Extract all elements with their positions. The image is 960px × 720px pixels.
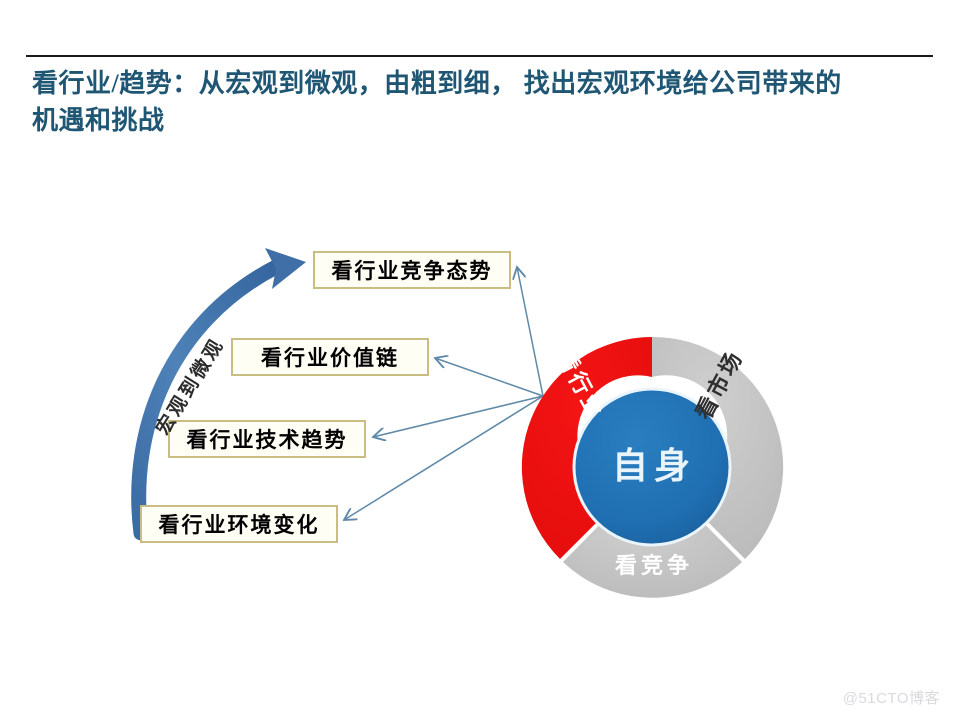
connector-to-competition <box>517 267 544 397</box>
donut-core <box>572 387 732 547</box>
callout-environment-change-label: 看行业环境变化 <box>158 513 320 537</box>
title-divider <box>26 55 933 57</box>
donut-label-competitor: 看竞争 <box>614 553 693 578</box>
callout-value-chain[interactable]: 看行业价值链 <box>231 338 429 376</box>
donut-segment-industry <box>521 336 652 559</box>
donut-chart <box>521 336 784 598</box>
callout-competition[interactable]: 看行业竞争态势 <box>313 251 511 289</box>
connector-to-environment <box>344 395 544 520</box>
donut-center-label: 自身 <box>611 446 696 486</box>
callout-technology-trend[interactable]: 看行业技术趋势 <box>168 420 366 458</box>
callout-environment-change[interactable]: 看行业环境变化 <box>140 505 338 543</box>
connector-to-valuechain <box>435 358 544 397</box>
callout-competition-label: 看行业竞争态势 <box>331 259 493 283</box>
connector-to-technology <box>373 395 544 437</box>
page-title: 看行业/趋势：从宏观到微观，由粗到细， 找出宏观环境给公司带来的 机遇和挑战 <box>32 69 842 135</box>
donut-segment-market <box>652 336 784 559</box>
connector-lines <box>344 267 544 520</box>
callout-technology-trend-label: 看行业技术趋势 <box>186 428 348 452</box>
callout-value-chain-label: 看行业价值链 <box>261 346 399 370</box>
macro-to-micro-arrow <box>131 248 306 541</box>
watermark: @51CTO博客 <box>842 690 940 707</box>
